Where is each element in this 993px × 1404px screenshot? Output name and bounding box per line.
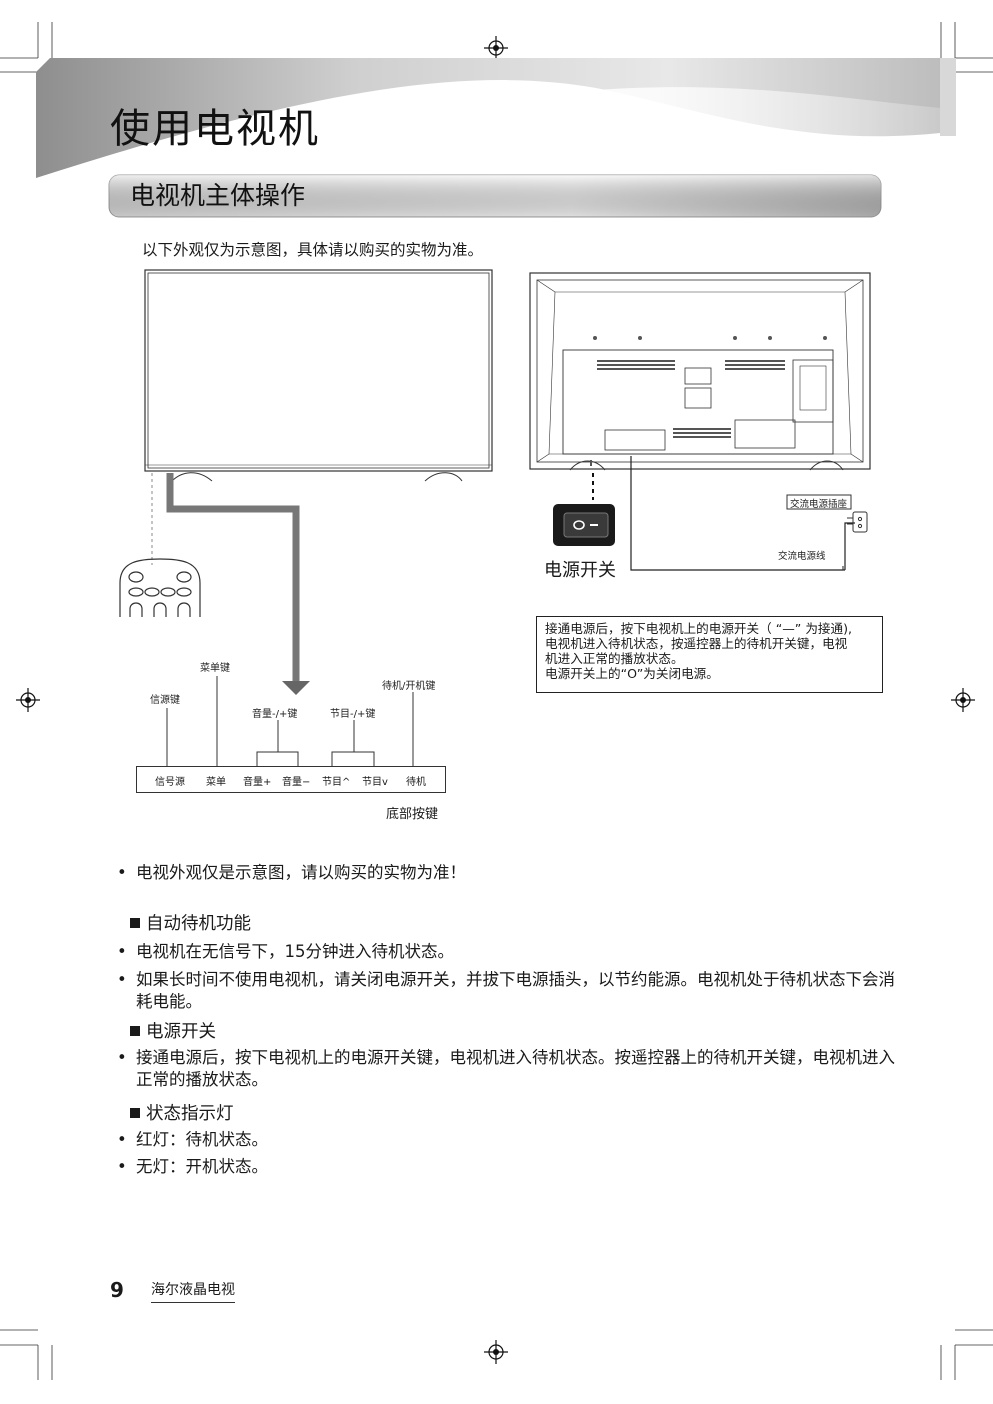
page-number: 9 [110, 1278, 124, 1302]
menu-key-label: 菜单键 [200, 663, 230, 674]
footer-brand: 海尔液晶电视 [151, 1279, 235, 1303]
pointer-arrowhead-icon [282, 681, 310, 695]
ac-socket-label: 交流电源插座 [790, 499, 848, 510]
power-note-box: 接通电源后，按下电视机上的电源开关（ “—” 为接通), 电视机进入待机状态，按… [536, 616, 883, 693]
auto-standby-heading: 自动待机功能 [130, 910, 251, 935]
status-light-item: 红灯：待机状态。 [116, 1129, 896, 1151]
power-note-line: 机进入正常的播放状态。 [545, 651, 684, 666]
key-channel-down: 节目v [362, 777, 388, 788]
source-key-label: 信源键 [150, 695, 180, 706]
square-bullet-icon [130, 1108, 140, 1118]
power-note-line: 接通电源后，按下电视机上的电源开关（ “—” 为接通), [545, 621, 853, 636]
page-title: 使用电视机 [110, 106, 320, 152]
status-light-item: 无灯：开机状态。 [116, 1156, 896, 1178]
key-volume-down: 音量− [282, 777, 311, 788]
appearance-note: 电视外观仅是示意图，请以购买的实物为准！ [116, 862, 896, 884]
ac-cord-label: 交流电源线 [778, 551, 826, 562]
tv-rear-diagram [529, 272, 871, 571]
key-volume-up: 音量+ [243, 777, 272, 788]
power-switch-label: 电源开关 [544, 560, 616, 581]
power-note-line: 电视机进入待机状态，按遥控器上的待机开关键，电视 [545, 636, 848, 651]
power-rocker-switch-icon [553, 504, 615, 546]
intro-text: 以下外观仅为示意图，具体请以购买的实物为准。 [142, 241, 484, 259]
key-source: 信号源 [155, 777, 185, 788]
tv-stand-left [171, 472, 213, 482]
square-bullet-icon [130, 1026, 140, 1036]
key-standby: 待机 [406, 777, 426, 788]
header-banner [36, 58, 956, 178]
tv-front-diagram [119, 269, 493, 695]
remote-control-icon [119, 558, 201, 617]
ac-socket-label-box [786, 494, 852, 510]
tv-front-frame [144, 269, 493, 472]
bottom-keys-caption: 底部按键 [386, 807, 439, 822]
tv-stand-right [424, 472, 463, 482]
channel-key-label: 节目-/+键 [330, 709, 376, 720]
pointer-arrow [166, 473, 300, 683]
key-menu: 菜单 [206, 777, 226, 788]
ac-cord-line [630, 456, 845, 571]
key-channel-up: 节目^ [322, 777, 351, 788]
power-note-line: 电源开关上的“O”为关闭电源。 [545, 666, 719, 681]
section-title-bar [108, 174, 882, 218]
power-switch-item: 接通电源后，按下电视机上的电源开关键，电视机进入待机状态。按遥控器上的待机开关键… [116, 1047, 896, 1091]
status-light-heading: 状态指示灯 [130, 1100, 234, 1125]
power-outlet-icon [847, 511, 868, 533]
key-callout-lines [166, 676, 414, 766]
volume-key-label: 音量-/+键 [252, 709, 298, 720]
standby-key-label: 待机/开机键 [382, 681, 436, 692]
section-title: 电视机主体操作 [130, 181, 306, 210]
bottom-keys-panel [136, 766, 446, 793]
power-switch-heading: 电源开关 [130, 1018, 216, 1043]
square-bullet-icon [130, 918, 140, 928]
auto-standby-item: 电视机在无信号下，15分钟进入待机状态。 [116, 941, 896, 963]
auto-standby-item: 如果长时间不使用电视机，请关闭电源开关，并拔下电源插头，以节约能源。电视机处于待… [116, 969, 896, 1013]
